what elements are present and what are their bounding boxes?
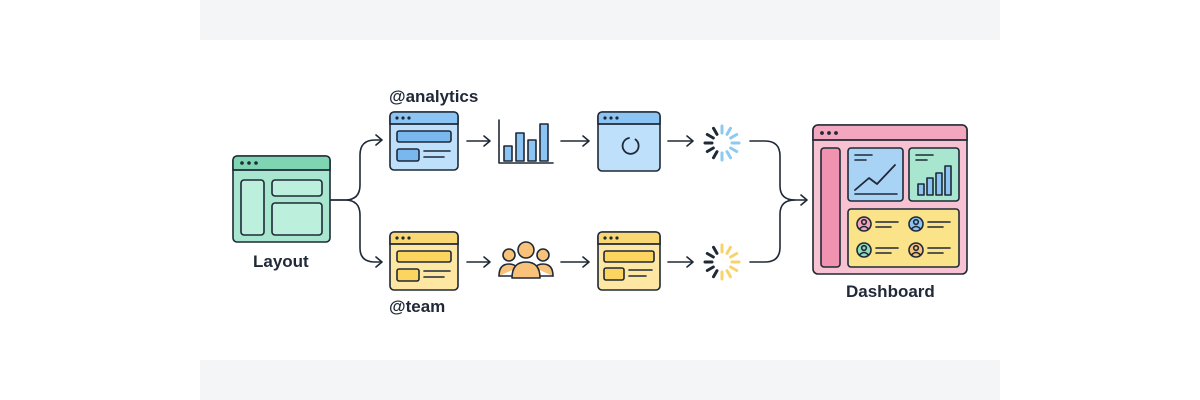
- spinner-segment: [729, 252, 739, 259]
- arrow-team-1: [466, 256, 491, 268]
- spinner-segment: [712, 269, 719, 279]
- avatar: [856, 216, 872, 232]
- arrow-analytics-1: [466, 135, 491, 147]
- bar-chart-icon: [498, 119, 554, 164]
- spinner-segment: [705, 133, 715, 140]
- spinner-segment: [712, 150, 719, 160]
- arrow-analytics-3: [667, 135, 694, 147]
- arrow-team-3: [667, 256, 694, 268]
- spinner-icon: [703, 124, 741, 162]
- spinner-segment: [705, 252, 715, 259]
- spinner-segment: [705, 265, 715, 272]
- dashboard-label: Dashboard: [846, 282, 935, 301]
- spinner-segment: [729, 265, 739, 272]
- dashboard-window-icon: [812, 124, 968, 275]
- spinner-icon: [703, 243, 741, 281]
- spinner-segment: [725, 150, 732, 160]
- top-band: [200, 0, 1000, 40]
- arrow-team-2: [560, 256, 590, 268]
- analytics-window-icon: [389, 111, 459, 171]
- users-group-icon: [498, 241, 554, 279]
- spinner-segment: [725, 126, 732, 136]
- team-loaded-window-icon: [597, 231, 661, 291]
- branch-connector: [330, 134, 383, 268]
- analytics-label: @analytics: [389, 87, 479, 106]
- bottom-band: [200, 360, 1000, 400]
- spinner-segment: [729, 146, 739, 153]
- spinner-segment: [705, 146, 715, 153]
- spinner-segment: [729, 133, 739, 140]
- merge-connector: [749, 140, 808, 263]
- avatar: [908, 216, 924, 232]
- avatar: [856, 242, 872, 258]
- arrow-analytics-2: [560, 135, 590, 147]
- layout-label: Layout: [253, 252, 309, 271]
- spinner-segment: [725, 245, 732, 255]
- avatar: [908, 242, 924, 258]
- spinner-segment: [712, 126, 719, 136]
- spinner-segment: [725, 269, 732, 279]
- loading-window-icon: [597, 111, 661, 172]
- team-window-icon: [389, 231, 459, 291]
- spinner-segment: [712, 245, 719, 255]
- team-label: @team: [389, 297, 446, 316]
- layout-window-icon: [232, 155, 331, 243]
